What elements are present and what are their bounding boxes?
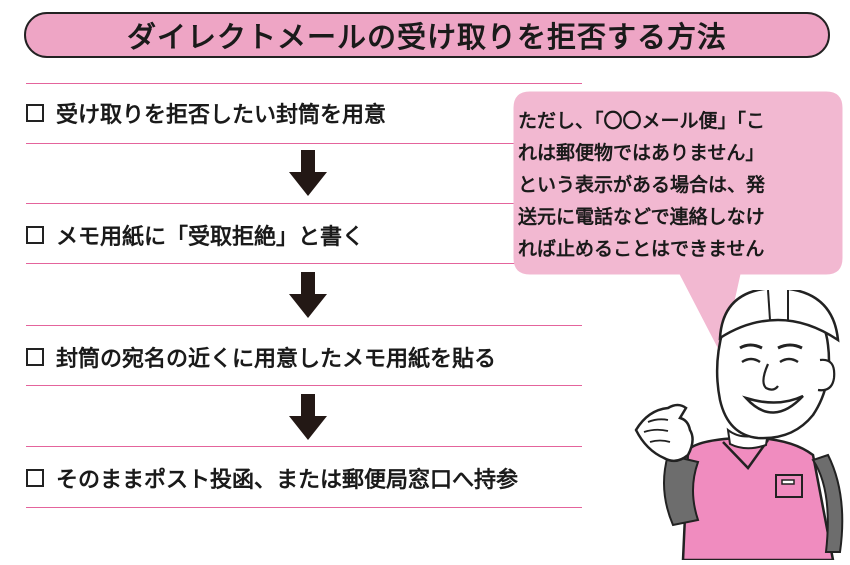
divider-rule bbox=[26, 83, 582, 84]
checkbox-icon bbox=[26, 104, 44, 122]
down-arrow-icon bbox=[289, 272, 327, 318]
divider-rule bbox=[26, 507, 582, 508]
step-3: 封筒の宛名の近くに用意したメモ用紙を貼る bbox=[26, 337, 496, 377]
down-arrow-icon bbox=[289, 394, 327, 440]
checkbox-icon bbox=[26, 226, 44, 244]
note-line: ただし、「〇〇メール便」「こ bbox=[518, 110, 766, 132]
step-label: 受け取りを拒否したい封筒を用意 bbox=[56, 103, 387, 128]
step-label: そのままポスト投函、または郵便局窓口へ持参 bbox=[56, 468, 519, 493]
note-line: れば止めることはできません bbox=[518, 238, 765, 260]
divider-rule bbox=[26, 143, 582, 144]
note-line: れは郵便物ではありません」 bbox=[518, 142, 765, 164]
divider-rule bbox=[26, 203, 582, 204]
divider-rule bbox=[26, 263, 582, 264]
note-text: ただし、「〇〇メール便」「こ れは郵便物ではありません」 という表示がある場合は… bbox=[518, 105, 833, 265]
title-banner: ダイレクトメールの受け取りを拒否する方法 bbox=[24, 12, 830, 58]
step-label: メモ用紙に「受取拒絶」と書く bbox=[56, 225, 365, 250]
divider-rule bbox=[26, 446, 582, 447]
note-line: という表示がある場合は、発 bbox=[518, 174, 766, 196]
down-arrow-icon bbox=[289, 150, 327, 196]
step-1: 受け取りを拒否したい封筒を用意 bbox=[26, 93, 386, 133]
worker-man-illustration bbox=[634, 290, 844, 560]
step-4: そのままポスト投函、または郵便局窓口へ持参 bbox=[26, 458, 518, 498]
divider-rule bbox=[26, 325, 582, 326]
page-title: ダイレクトメールの受け取りを拒否する方法 bbox=[126, 20, 727, 54]
checkbox-icon bbox=[26, 348, 44, 366]
step-label: 封筒の宛名の近くに用意したメモ用紙を貼る bbox=[56, 347, 497, 372]
checkbox-icon bbox=[26, 469, 44, 487]
note-line: 送元に電話などで連絡しなけ bbox=[518, 206, 765, 228]
divider-rule bbox=[26, 385, 582, 386]
step-2: メモ用紙に「受取拒絶」と書く bbox=[26, 215, 364, 255]
